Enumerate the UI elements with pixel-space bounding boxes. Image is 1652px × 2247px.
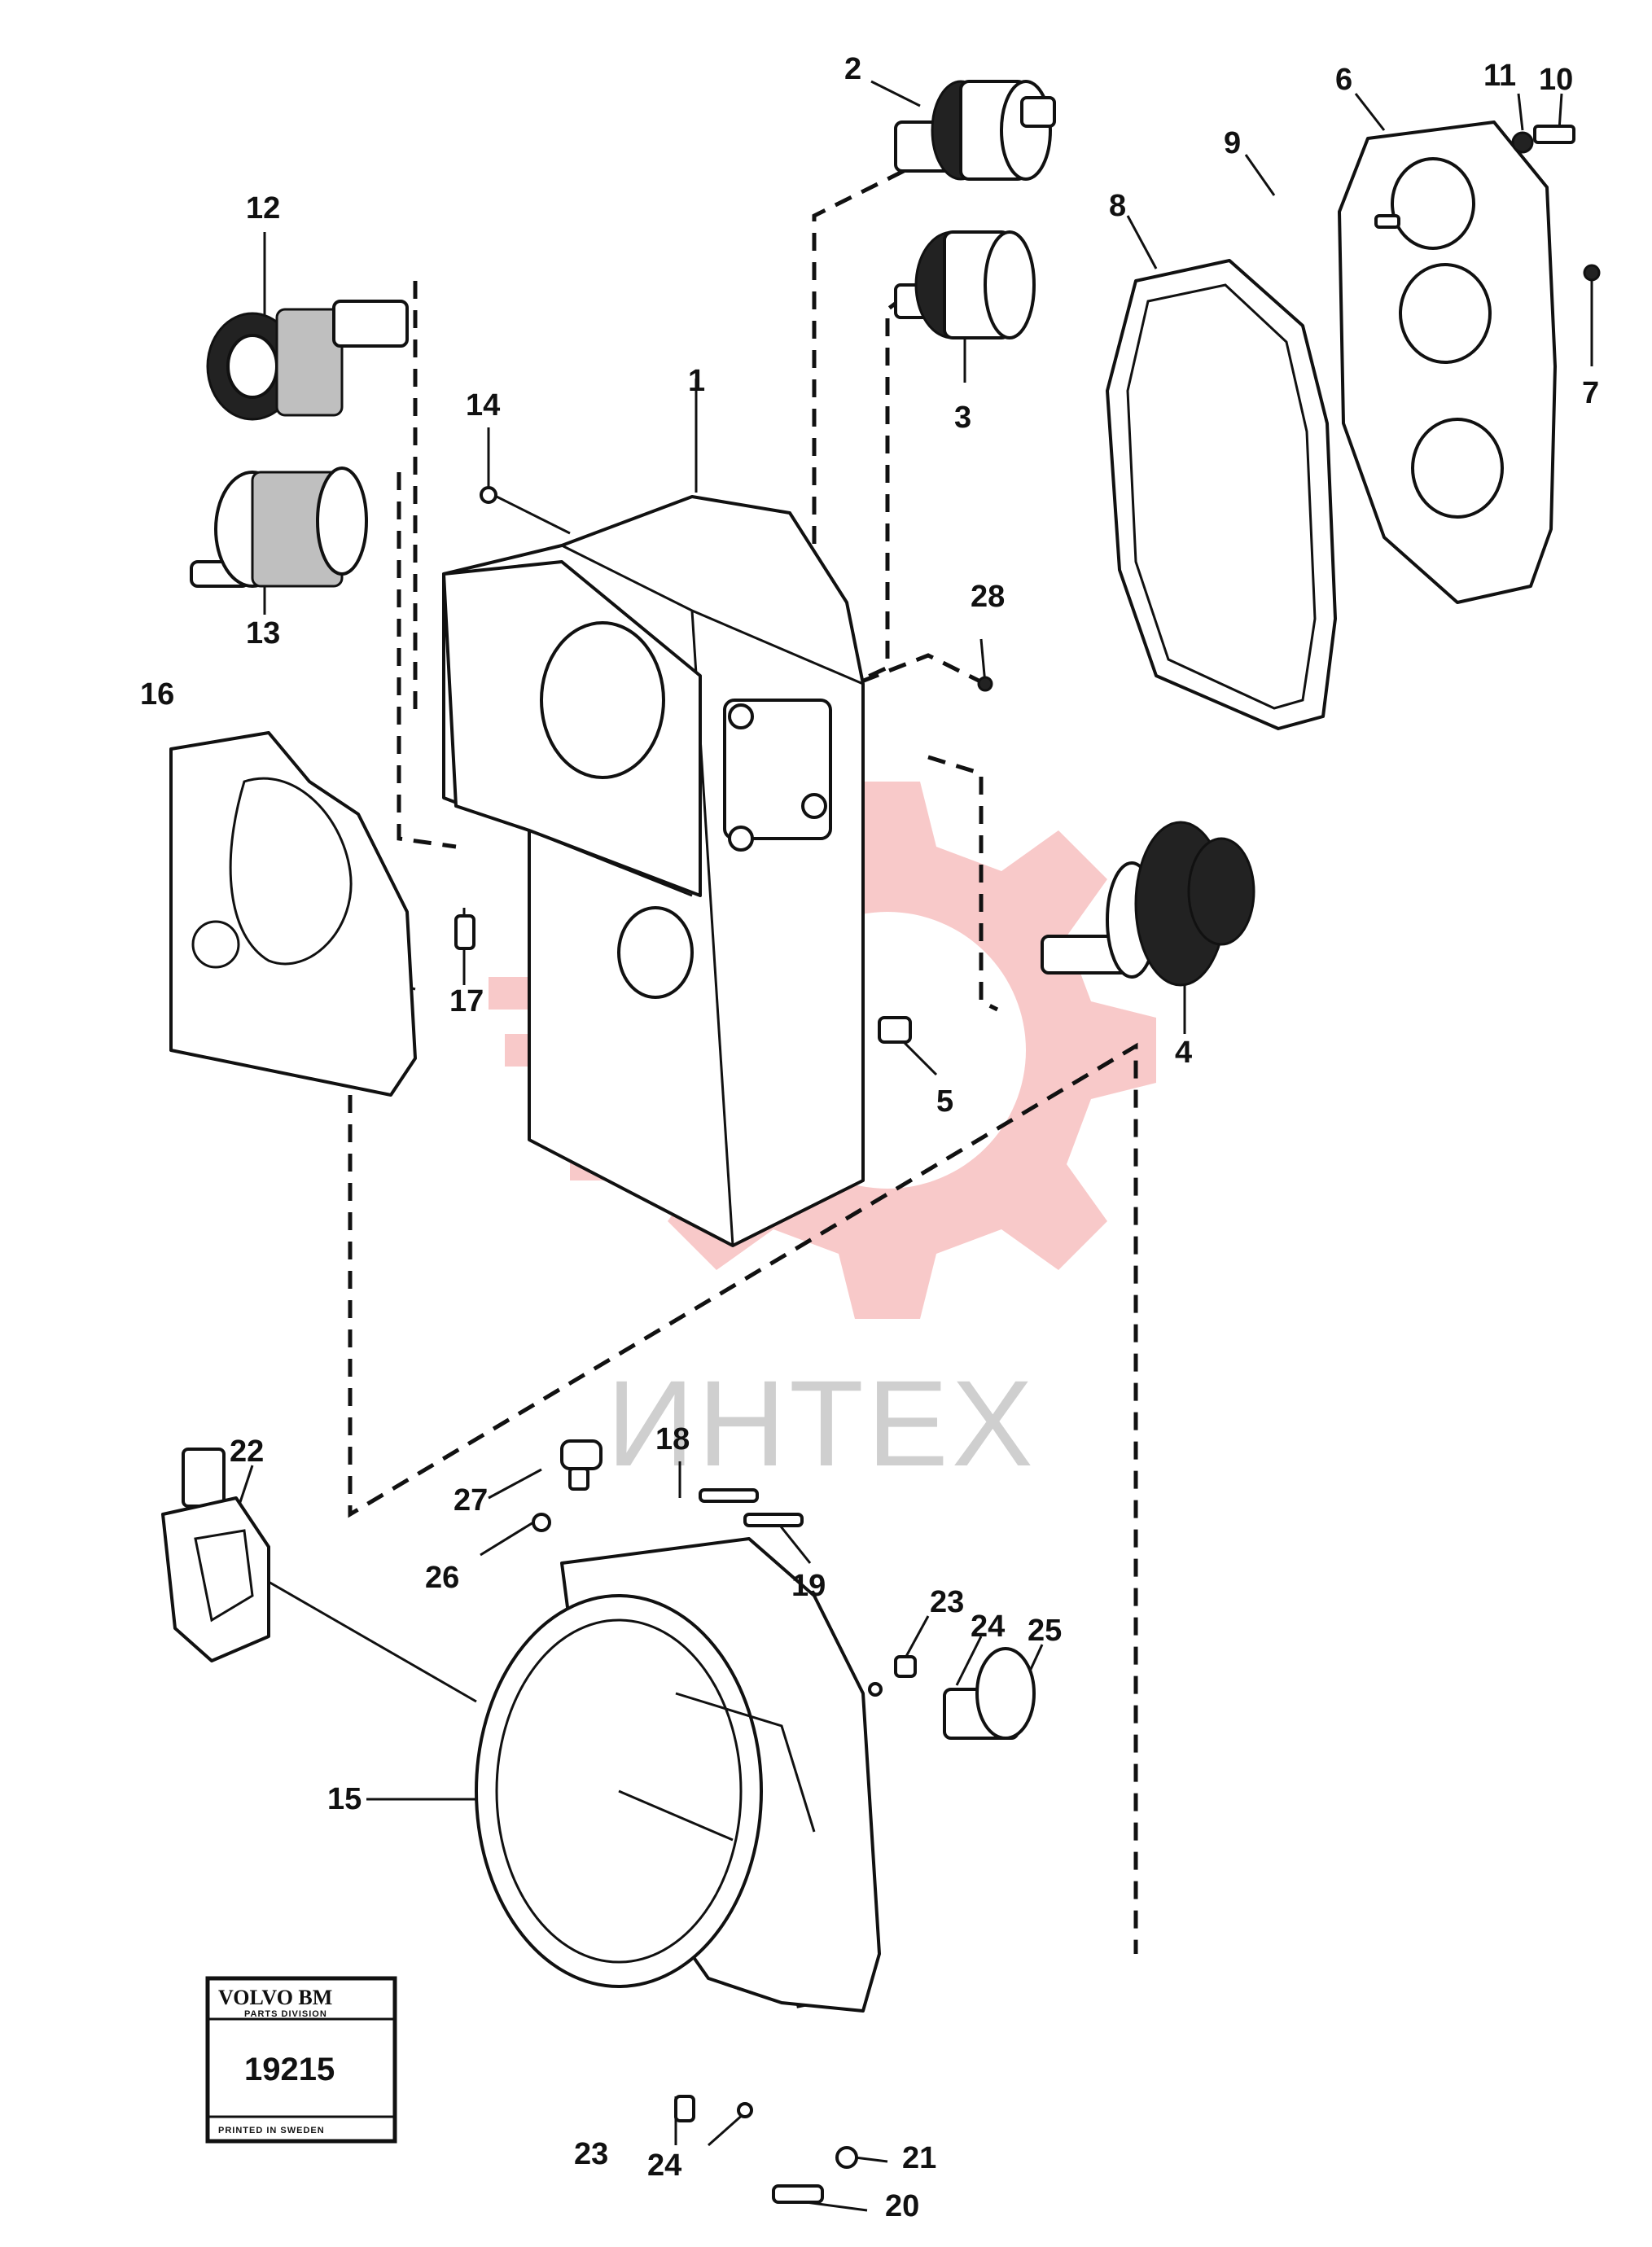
- callout-8: 8: [1109, 189, 1126, 223]
- callout-14: 14: [466, 388, 500, 423]
- callout-21: 21: [902, 2141, 936, 2175]
- part-control-valve-22: [161, 1448, 270, 1662]
- callout-28: 28: [971, 580, 1005, 614]
- callout-22: 22: [230, 1434, 264, 1469]
- callout-1: 1: [688, 364, 705, 398]
- part-main-housing: [442, 495, 865, 1247]
- callout-10: 10: [1539, 63, 1573, 97]
- callout-27: 27: [454, 1483, 488, 1518]
- callout-9: 9: [1224, 126, 1241, 160]
- callout-2: 2: [844, 52, 861, 86]
- callout-12: 12: [246, 191, 280, 226]
- callout-11: 11: [1483, 59, 1516, 93]
- callout-13: 13: [246, 616, 280, 650]
- watermark-text: ИНТЕХ: [607, 1355, 1036, 1491]
- callout-23b: 23: [574, 2137, 608, 2171]
- callout-18: 18: [655, 1422, 690, 1456]
- badge-division: PARTS DIVISION: [244, 2009, 327, 2019]
- callout-7: 7: [1582, 376, 1599, 410]
- callout-25: 25: [1028, 1614, 1062, 1648]
- part-gasket-8: [1106, 259, 1337, 730]
- callout-labels: 1 2 3 4 5 6 7 8 9 10 11 12 13 14 15 16 1…: [140, 52, 1599, 2223]
- part-gasket-16: [169, 731, 417, 1097]
- part-clutch-drum-13: [190, 466, 368, 588]
- part-gear-shaft-4: [1041, 821, 1255, 987]
- callout-23a: 23: [930, 1585, 964, 1619]
- callout-5: 5: [936, 1084, 953, 1119]
- part-clutch-pack-top: [894, 80, 1056, 181]
- part-converter-housing-15: [475, 1537, 881, 2013]
- part-cover-plate-6: [1338, 120, 1557, 604]
- callout-24a: 24: [971, 1610, 1005, 1644]
- volvo-bm-badge: VOLVO BM PARTS DIVISION 19215 PRINTED IN…: [205, 1976, 397, 2144]
- callout-17: 17: [449, 984, 484, 1018]
- callout-15: 15: [327, 1782, 362, 1816]
- part-flange-25: [943, 1647, 1036, 1740]
- badge-brand: VOLVO BM: [218, 1986, 332, 2009]
- small-parts: [454, 125, 1601, 1044]
- part-clutch-drum-12: [206, 300, 409, 421]
- badge-printed: PRINTED IN SWEDEN: [218, 2126, 325, 2135]
- callout-19: 19: [791, 1569, 826, 1603]
- callout-6: 6: [1335, 63, 1352, 97]
- callout-26: 26: [425, 1561, 459, 1595]
- callout-4: 4: [1175, 1036, 1192, 1070]
- callout-16: 16: [140, 677, 174, 712]
- housing-fasteners: [532, 1439, 917, 2204]
- callout-24b: 24: [647, 2148, 681, 2183]
- part-gear-3: [894, 230, 1036, 339]
- badge-number: 19215: [244, 2052, 335, 2087]
- callout-20: 20: [885, 2189, 919, 2223]
- callout-3: 3: [954, 401, 971, 435]
